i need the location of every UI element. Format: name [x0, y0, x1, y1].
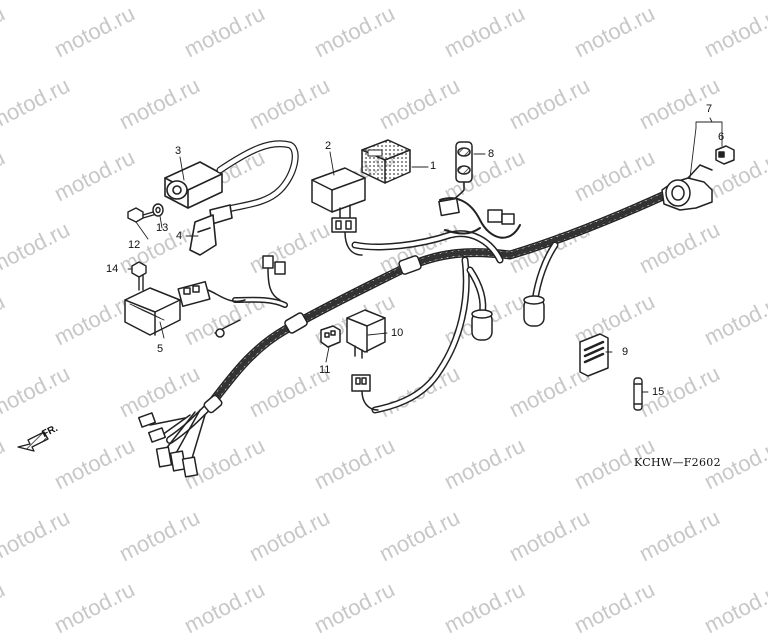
callout-12: 12: [128, 239, 141, 251]
callout-5: 5: [157, 343, 164, 355]
callout-14: 14: [106, 263, 119, 275]
ignition-coil: [164, 140, 299, 256]
main-harness: [166, 190, 670, 444]
watermark-text: motod.ru: [570, 576, 659, 639]
watermark-text: motod.ru: [0, 576, 9, 639]
connector-lower: [351, 374, 379, 411]
callout-7: 7: [706, 103, 713, 115]
fuse-box-9: [579, 333, 609, 377]
callout-13: 13: [156, 222, 169, 234]
connector-8: [438, 141, 515, 225]
callout-9: 9: [622, 346, 629, 358]
watermark-text: motod.ru: [440, 576, 529, 639]
diagram-code: KCHW—F2602: [634, 456, 721, 469]
watermark-text: motod.ru: [180, 576, 269, 639]
watermark-text: motod.ru: [700, 576, 768, 639]
connector-11: [320, 325, 341, 348]
fuse-15: [633, 377, 643, 411]
front-direction-arrow-icon: [17, 431, 49, 452]
wiring-harness-diagram: [17, 117, 735, 478]
callout-4: 4: [176, 230, 183, 242]
relay-10: [346, 309, 386, 359]
harness-clamps: [203, 255, 422, 414]
bolt-14: [131, 261, 147, 291]
callout-11: 11: [319, 364, 331, 376]
callout-15: 15: [652, 386, 665, 398]
part-7-assembly: [661, 164, 713, 211]
callout-6: 6: [718, 131, 725, 143]
regulator-rectifier: [124, 255, 286, 338]
watermark-text: motod.ru: [310, 576, 399, 639]
wire-fan-connectors: [137, 409, 206, 478]
sensor-right: [523, 295, 545, 327]
control-unit-2: [311, 167, 366, 256]
leader-lines: [127, 117, 723, 393]
callout-8: 8: [488, 148, 495, 160]
cover-1: [361, 139, 411, 184]
callout-1: 1: [430, 160, 437, 172]
bolt-and-washer: [127, 203, 164, 223]
sensor-left: [471, 309, 493, 341]
callout-10: 10: [391, 327, 404, 339]
callout-2: 2: [325, 140, 332, 152]
watermark-text: motod.ru: [50, 576, 139, 639]
callout-3: 3: [175, 145, 182, 157]
cap-6: [715, 145, 735, 165]
